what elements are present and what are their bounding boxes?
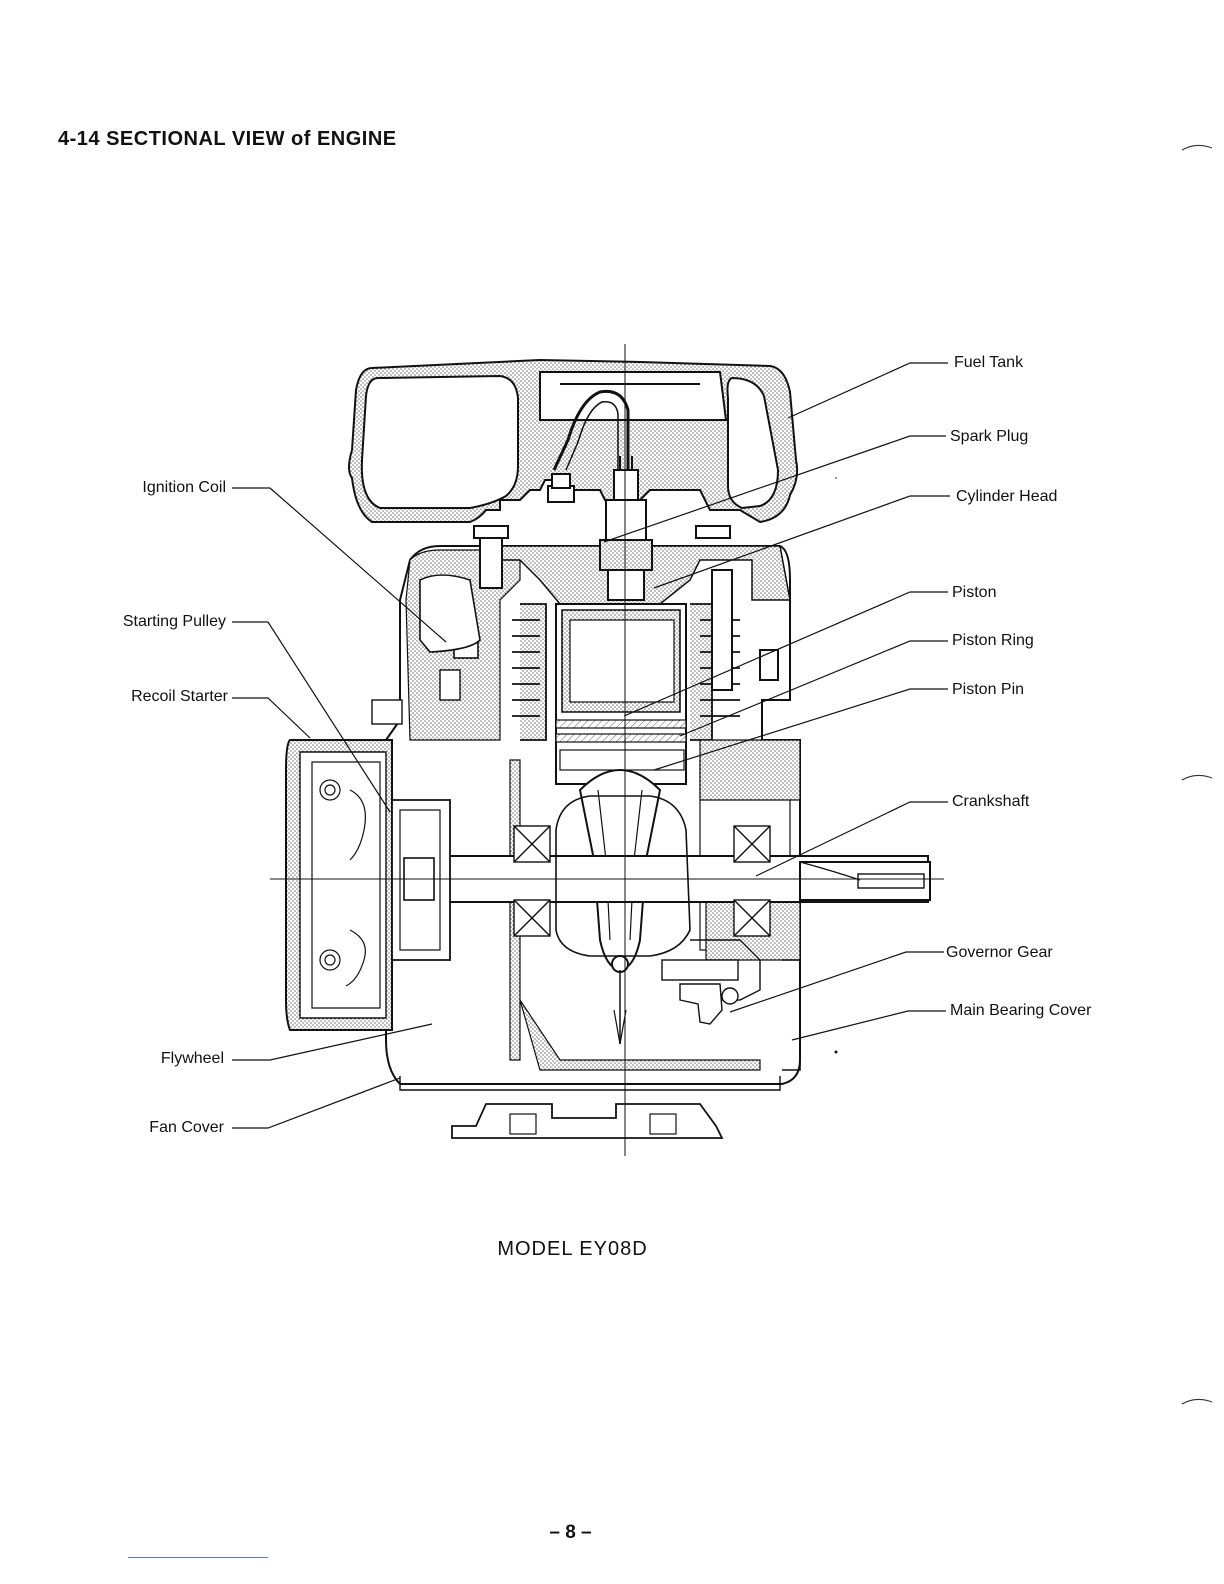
edge-mark-top (1180, 140, 1214, 154)
label-spark-plug: Spark Plug (950, 427, 1028, 447)
leader-recoil-starter (232, 698, 310, 738)
leader-fuel-tank (788, 363, 948, 418)
edge-mark-bottom (1180, 1394, 1214, 1408)
leader-main-bearing-cover (792, 1011, 946, 1040)
label-fan-cover: Fan Cover (149, 1118, 224, 1138)
label-flywheel: Flywheel (161, 1049, 224, 1069)
label-piston: Piston (952, 583, 996, 603)
label-piston-pin: Piston Pin (952, 680, 1024, 700)
label-cylinder-head: Cylinder Head (956, 487, 1057, 507)
engine-drawing (286, 360, 930, 1138)
page-number: – 8 – (0, 1522, 1141, 1544)
label-piston-ring: Piston Ring (952, 631, 1034, 651)
edge-mark-middle (1180, 770, 1214, 784)
engine-base (452, 1104, 722, 1138)
label-starting-pulley: Starting Pulley (123, 612, 226, 632)
label-recoil-starter: Recoil Starter (131, 687, 228, 707)
label-governor-gear: Governor Gear (946, 943, 1053, 963)
label-main-bearing-cover: Main Bearing Cover (950, 1001, 1091, 1021)
leader-fan-cover (232, 1078, 400, 1128)
label-ignition-coil: Ignition Coil (142, 478, 226, 498)
bottom-underline-mark (128, 1557, 268, 1558)
label-fuel-tank: Fuel Tank (954, 353, 1023, 373)
figure-caption: MODEL EY08D (0, 1238, 1145, 1261)
label-crankshaft: Crankshaft (952, 792, 1029, 812)
